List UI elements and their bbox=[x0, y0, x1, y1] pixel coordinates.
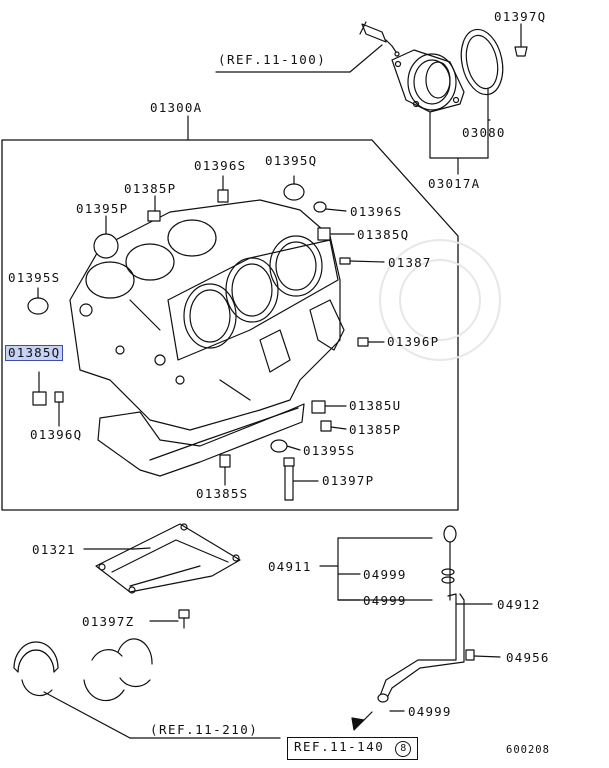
part-01385Q-left[interactable]: 01385Q bbox=[5, 345, 64, 361]
plug-01395Q-top-icon bbox=[283, 183, 305, 201]
part-01385U[interactable]: 01385U bbox=[349, 398, 402, 413]
part-01385P-top[interactable]: 01385P bbox=[124, 181, 177, 196]
ref-arrow-icon bbox=[351, 711, 373, 731]
watermark-icon bbox=[379, 239, 501, 361]
plug-01395S-left-icon bbox=[27, 297, 49, 315]
plug-01385P-right-icon bbox=[320, 420, 332, 432]
part-01397P[interactable]: 01397P bbox=[322, 473, 375, 488]
part-01395Q-top[interactable]: 01395Q bbox=[265, 153, 318, 168]
part-03017A[interactable]: 03017A bbox=[428, 176, 481, 191]
part-01397Z[interactable]: 01397Z bbox=[82, 614, 135, 629]
plug-01395P-icon bbox=[93, 233, 119, 259]
part-04912[interactable]: 04912 bbox=[497, 597, 541, 612]
part-04999-c[interactable]: 04999 bbox=[408, 704, 452, 719]
plug-01385S-icon bbox=[219, 454, 231, 468]
part-01395P[interactable]: 01395P bbox=[76, 201, 129, 216]
plug-01396S-right-icon bbox=[313, 201, 327, 213]
ref-11-140-text: REF.11-140 bbox=[294, 739, 385, 754]
rear-oil-seal-case-icon bbox=[391, 49, 465, 113]
cylinder-block-icon bbox=[69, 199, 345, 477]
ref-11-210-link[interactable]: (REF.11-210) bbox=[150, 722, 259, 737]
part-01395S-right[interactable]: 01395S bbox=[303, 443, 356, 458]
oil-baffle-plate-icon bbox=[95, 523, 241, 594]
plug-01385Q-left-icon bbox=[32, 391, 47, 406]
bolt-01397Q-icon bbox=[514, 23, 528, 57]
plug-01396Q-icon bbox=[54, 391, 64, 403]
dipstick-icon bbox=[441, 525, 457, 601]
bolt-01397P-icon bbox=[283, 457, 295, 501]
part-04956[interactable]: 04956 bbox=[506, 650, 550, 665]
part-01395S-left[interactable]: 01395S bbox=[8, 270, 61, 285]
plug-01396S-top-icon bbox=[217, 189, 229, 203]
part-01396S-right[interactable]: 01396S bbox=[350, 204, 403, 219]
plug-01395S-right-icon bbox=[270, 439, 288, 453]
plug-01385U-icon bbox=[311, 400, 326, 414]
part-01396S-top[interactable]: 01396S bbox=[194, 158, 247, 173]
drawing-code: 600208 bbox=[506, 744, 550, 756]
part-03080[interactable]: 03080 bbox=[462, 125, 506, 140]
part-01387[interactable]: 01387 bbox=[388, 255, 432, 270]
bolt-01397Z-icon bbox=[178, 609, 190, 629]
dipstick-guide-tube-icon bbox=[377, 593, 465, 703]
part-01396Q[interactable]: 01396Q bbox=[30, 427, 83, 442]
ref-11-140-link[interactable]: REF.11-140 8 bbox=[287, 737, 419, 760]
block-frame bbox=[1, 139, 459, 511]
ref-11-140-badge: 8 bbox=[395, 741, 412, 757]
part-01396P[interactable]: 01396P bbox=[387, 334, 440, 349]
plug-01396P-icon bbox=[357, 337, 369, 347]
part-04911[interactable]: 04911 bbox=[268, 559, 312, 574]
sealant-tube-icon bbox=[359, 21, 400, 57]
part-04999-b[interactable]: 04999 bbox=[363, 593, 407, 608]
part-04999-a[interactable]: 04999 bbox=[363, 567, 407, 582]
seal-ring-icon bbox=[460, 28, 504, 96]
part-01385S[interactable]: 01385S bbox=[196, 486, 249, 501]
part-01385P-right[interactable]: 01385P bbox=[349, 422, 402, 437]
section-label: 01300A bbox=[150, 100, 203, 115]
part-01385Q-right[interactable]: 01385Q bbox=[357, 227, 410, 242]
plug-01385P-top-icon bbox=[147, 210, 161, 222]
bolt-04956-icon bbox=[465, 649, 475, 661]
ref-11-100-link[interactable]: (REF.11-100) bbox=[218, 52, 327, 67]
bearing-shell-icon bbox=[13, 638, 153, 702]
pin-01387-icon bbox=[339, 257, 351, 265]
plug-01385Q-right-icon bbox=[317, 227, 331, 241]
part-01397Q[interactable]: 01397Q bbox=[494, 9, 547, 24]
part-01321[interactable]: 01321 bbox=[32, 542, 76, 557]
